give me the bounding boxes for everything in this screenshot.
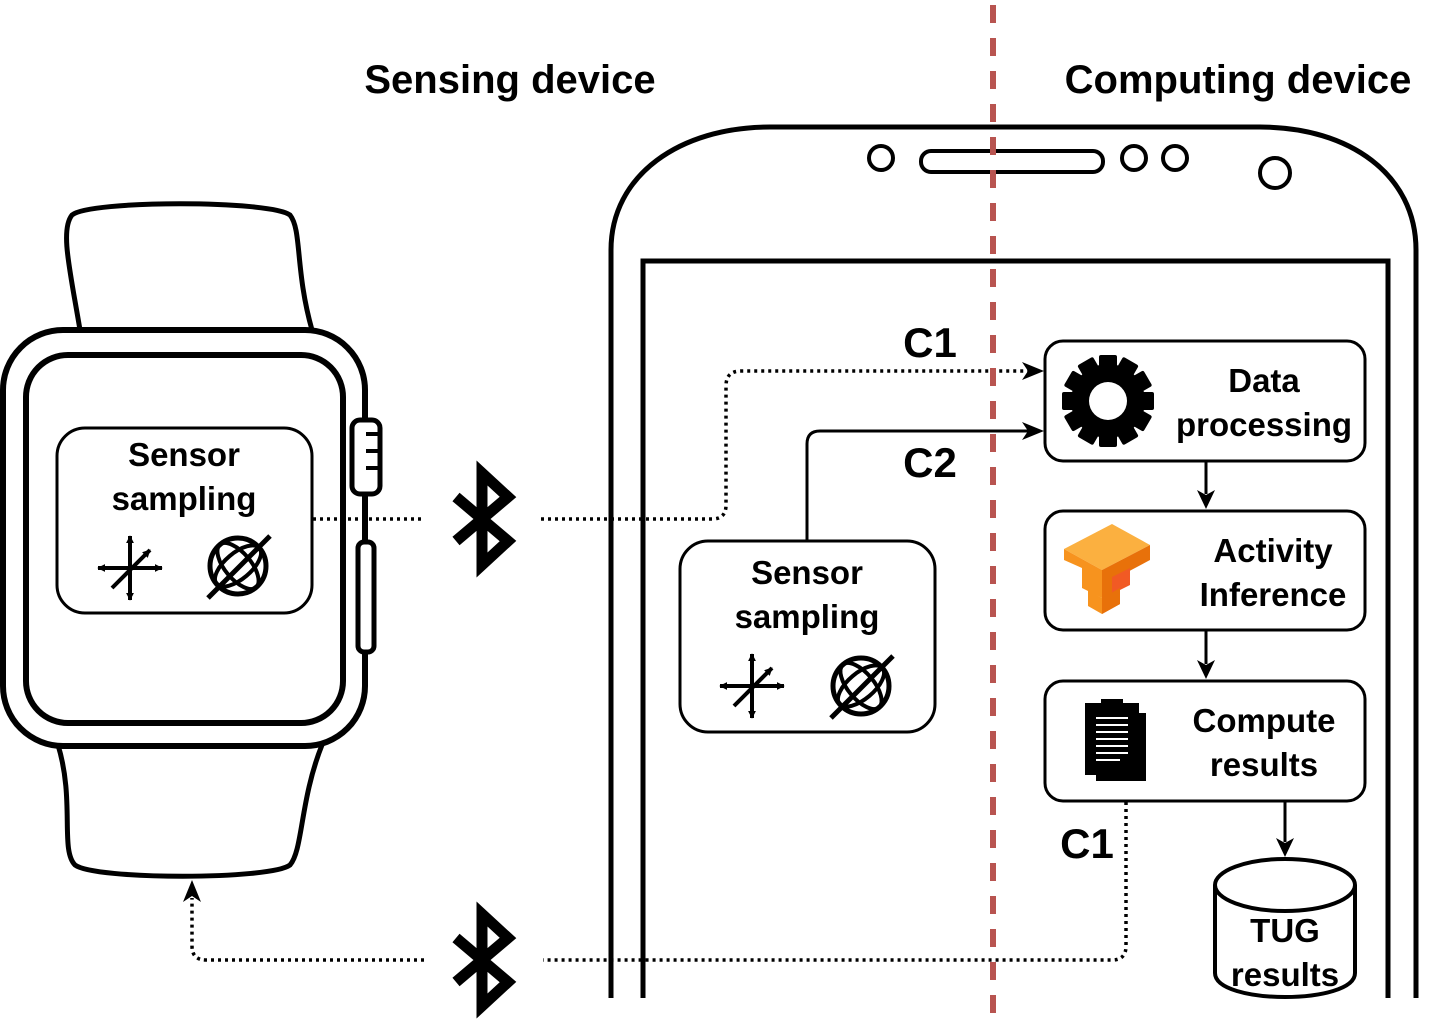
sensing-device-heading: Sensing device [364, 58, 655, 102]
data-processing-label-line1: Data [1228, 362, 1300, 399]
c1-bottom-arrowhead [183, 880, 201, 902]
compute-results-label-line2: results [1210, 746, 1318, 783]
connection-label-c1-top: C1 [903, 319, 957, 366]
tensorflow-logo-icon [1064, 524, 1150, 614]
database-icon: TUG results [1213, 857, 1357, 999]
flow-arrowhead [1197, 490, 1215, 509]
c2-arrowhead [1022, 422, 1044, 440]
c2-connector [805, 429, 1030, 541]
c1-top-connector [313, 369, 1040, 521]
data-processing-box: Data processing [1043, 339, 1367, 463]
phone-sensor-label-line2: sampling [735, 598, 880, 635]
phone-sensor-label-line1: Sensor [751, 554, 863, 591]
connection-label-c1-bottom: C1 [1060, 820, 1114, 867]
smartphone-icon [608, 124, 1419, 998]
data-processing-label-line2: processing [1176, 406, 1352, 443]
c1-top-arrowhead [1022, 362, 1044, 380]
compute-results-box: Compute results [1043, 679, 1367, 803]
connection-label-c2: C2 [903, 439, 957, 486]
flow-arrowhead [1276, 838, 1294, 857]
watch-sensor-label-line1: Sensor [128, 436, 240, 473]
bluetooth-icon [456, 914, 508, 1006]
clipboard-icon [1085, 699, 1146, 781]
phone-sensor-sampling-box: Sensor sampling [678, 539, 937, 734]
tug-results-label-line1: TUG [1250, 912, 1320, 949]
watch-sensor-label-line2: sampling [112, 480, 257, 517]
watch-sensor-sampling-box: Sensor sampling [55, 426, 314, 615]
c1-bottom-connector [190, 802, 1128, 962]
tug-results-label-line2: results [1231, 956, 1339, 993]
compute-results-label-line1: Compute [1193, 702, 1336, 739]
activity-inference-label-line2: Inference [1200, 576, 1347, 613]
bluetooth-icon [456, 473, 508, 565]
computing-device-heading: Computing device [1065, 58, 1412, 102]
flow-arrowhead [1197, 660, 1215, 679]
activity-inference-box: Activity Inference [1043, 509, 1367, 632]
activity-inference-label-line1: Activity [1213, 532, 1333, 569]
gear-icon [1062, 355, 1154, 447]
